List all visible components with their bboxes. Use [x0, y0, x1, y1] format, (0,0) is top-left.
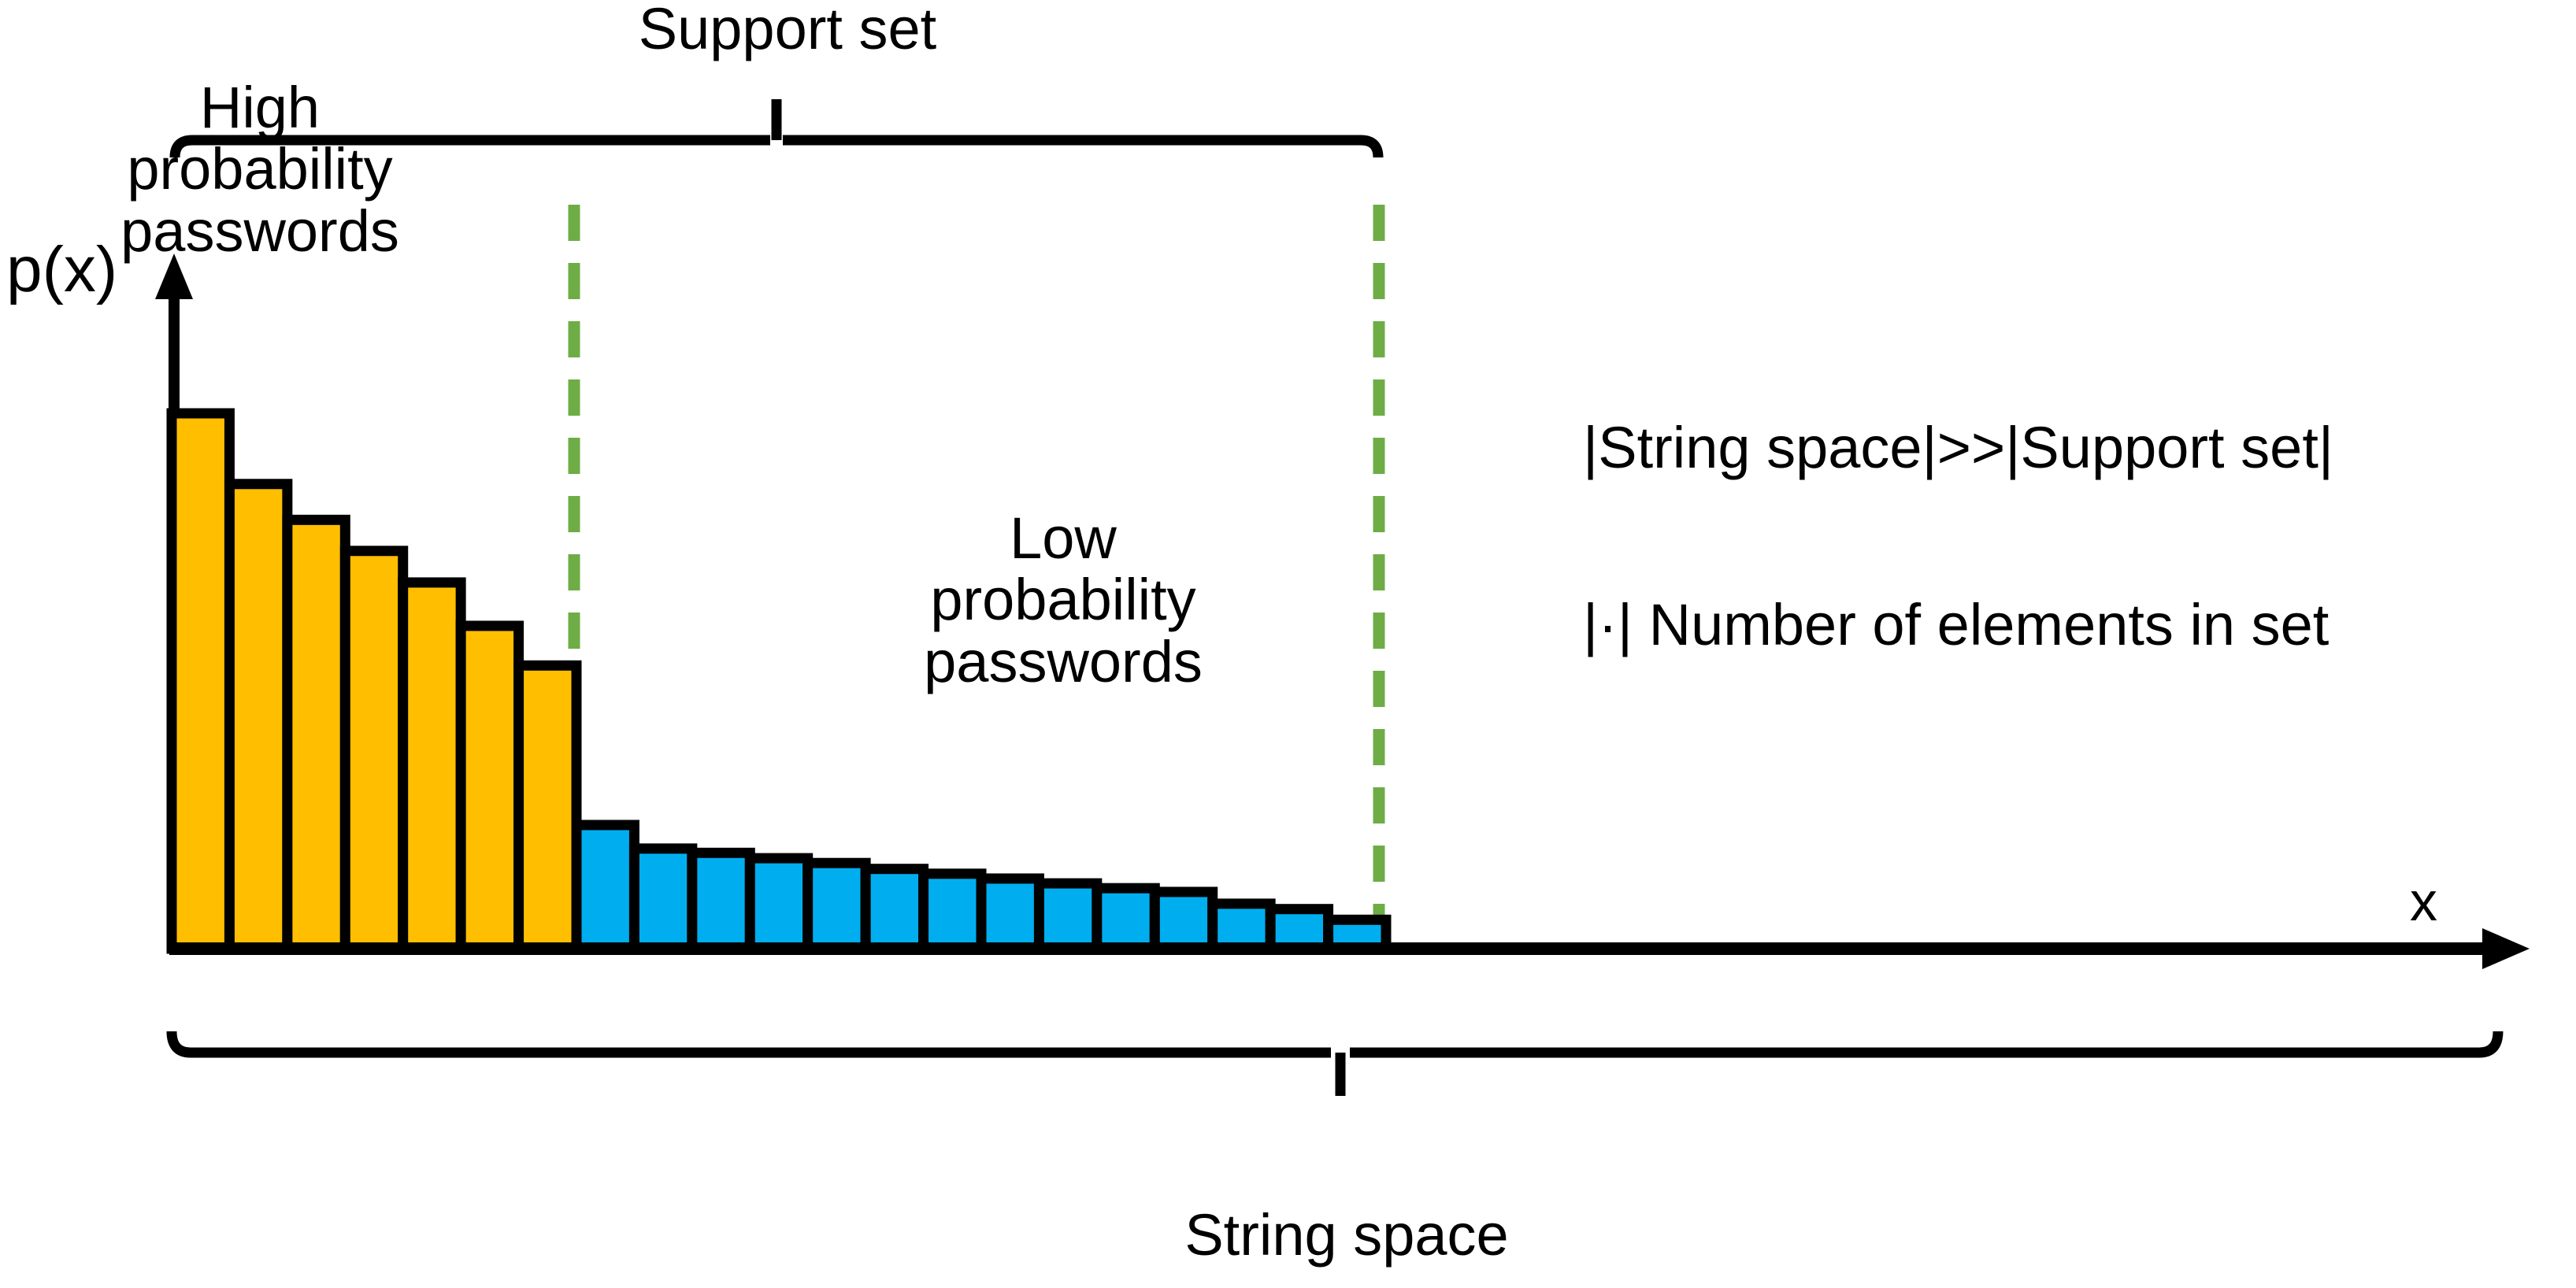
- bar: [744, 853, 814, 954]
- bar: [1207, 898, 1276, 954]
- bar: [976, 873, 1044, 954]
- string-space-title: String space: [1184, 1202, 1509, 1268]
- bar: [166, 408, 235, 954]
- cardinality-comparison-note: |String space|>>|Support set|: [1583, 415, 2334, 480]
- bar: [339, 546, 409, 954]
- y-axis-label: p(x): [6, 234, 118, 305]
- bar: [1033, 878, 1103, 954]
- bar: [513, 660, 582, 954]
- bar: [1149, 886, 1218, 954]
- bar: [860, 864, 929, 954]
- string-space-brace: [166, 1031, 2504, 1058]
- bar: [455, 620, 524, 954]
- low-probability-region-label: Low probability passwords: [924, 505, 1203, 694]
- x-axis: [169, 928, 2530, 969]
- bar: [802, 857, 871, 954]
- bar: [628, 843, 698, 954]
- bar: [398, 577, 466, 954]
- bar: [1092, 883, 1160, 954]
- bar: [224, 479, 293, 954]
- cardinality-definition-note: |·| Number of elements in set: [1583, 592, 2330, 657]
- high-probability-region-label: High probability passwords: [120, 75, 399, 264]
- bar: [571, 820, 639, 954]
- bars-layer: [166, 408, 1392, 954]
- support-set-title: Support set: [638, 0, 937, 61]
- x-axis-label: x: [2410, 871, 2437, 932]
- bar: [282, 514, 350, 954]
- bar: [687, 847, 755, 954]
- bar: [918, 868, 987, 954]
